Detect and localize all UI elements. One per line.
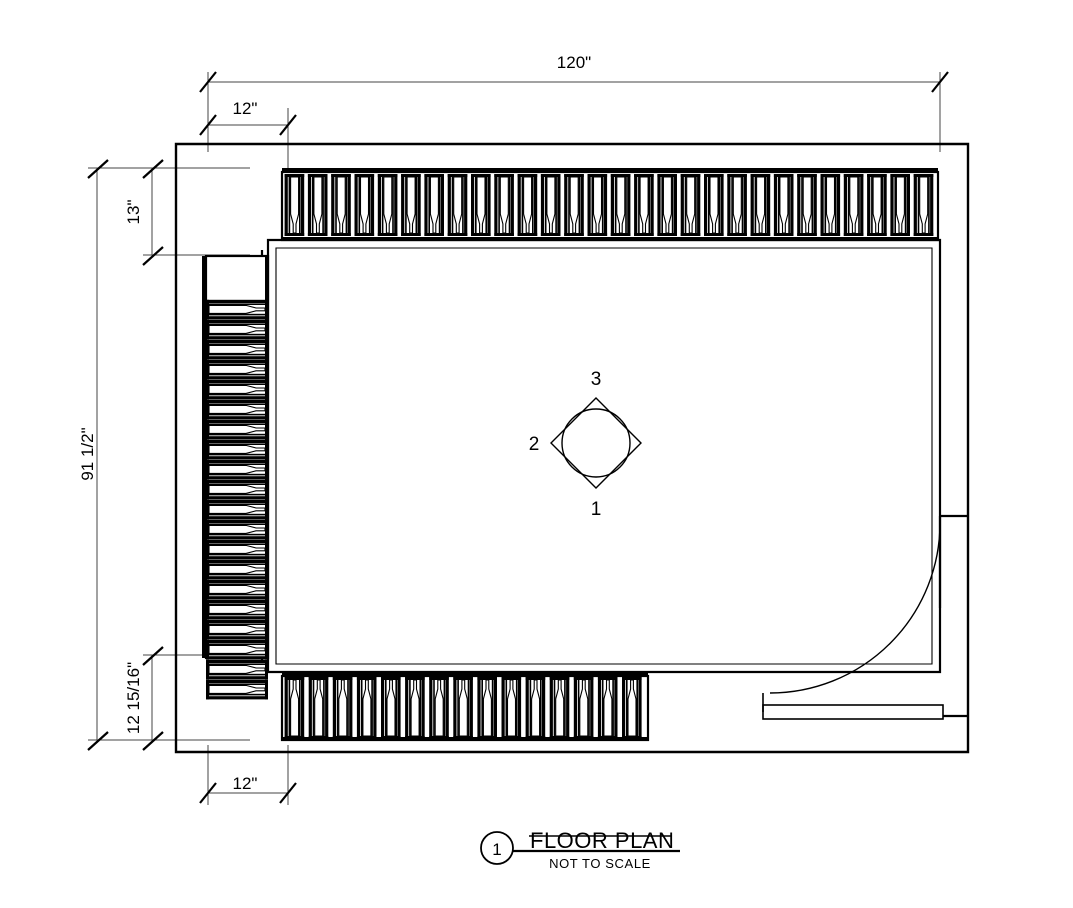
dimension-layer bbox=[87, 71, 949, 805]
orientation-diamond bbox=[550, 397, 642, 489]
text-layer: 120" 12" 12" 91 1/2" 13" 12 15/16" 3 2 1… bbox=[78, 53, 674, 871]
orientation-circle bbox=[561, 408, 631, 478]
page-title: FLOOR PLAN bbox=[530, 828, 674, 853]
inner-room-enclosure bbox=[260, 238, 942, 674]
dim-top-overall-label: 120" bbox=[557, 53, 591, 72]
swing-door bbox=[762, 522, 944, 720]
dim-top-offset-label: 12" bbox=[233, 99, 258, 118]
dim-left-overall-label: 91 1/2" bbox=[78, 427, 97, 480]
title-block bbox=[480, 831, 680, 865]
detail-number: 1 bbox=[492, 840, 501, 859]
detail-bubble bbox=[480, 831, 514, 865]
dim-left-1215-16-label: 12 15/16" bbox=[124, 662, 143, 734]
orientation-label-top: 3 bbox=[591, 369, 602, 390]
left-rack-column bbox=[202, 254, 270, 699]
bottom-rack-row bbox=[280, 672, 650, 742]
orientation-label-left: 2 bbox=[529, 434, 540, 455]
dim-bottom-offset bbox=[199, 745, 297, 805]
dim-left-13-label: 13" bbox=[124, 200, 143, 225]
dim-left-overall bbox=[87, 159, 208, 751]
dim-bottom-offset-label: 12" bbox=[233, 774, 258, 793]
top-rack-row bbox=[280, 168, 940, 242]
orientation-label-bottom: 1 bbox=[591, 499, 602, 520]
page-subtitle: NOT TO SCALE bbox=[549, 856, 651, 871]
dim-top-overall bbox=[199, 71, 949, 152]
dim-left-13 bbox=[142, 159, 250, 266]
door-opening-jambs bbox=[938, 514, 968, 718]
orientation-marker bbox=[550, 397, 642, 489]
dim-left-1215-16 bbox=[142, 646, 250, 751]
door-leaf bbox=[762, 704, 944, 720]
